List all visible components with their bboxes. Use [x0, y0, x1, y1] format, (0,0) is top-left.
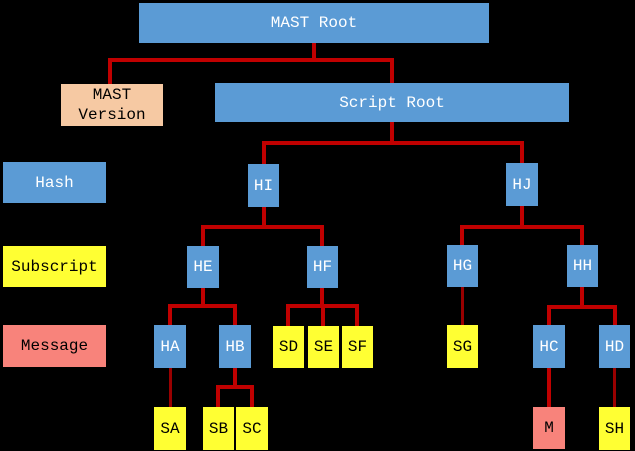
edge-connector	[201, 288, 205, 308]
edge-connector	[461, 287, 464, 325]
node-m: M	[533, 407, 565, 449]
node-sf: SF	[342, 326, 373, 368]
edge-connector	[547, 368, 551, 407]
node-ha: HA	[154, 325, 186, 368]
edge-connector	[580, 287, 584, 309]
edge-connector	[108, 58, 112, 84]
node-hj: HJ	[506, 163, 538, 206]
edge-connector	[168, 304, 172, 325]
node-se: SE	[308, 326, 339, 368]
edge-connector	[216, 385, 220, 407]
edge-connector	[547, 305, 551, 325]
node-hg: HG	[447, 245, 478, 287]
edge-connector	[233, 304, 237, 325]
edge-connector	[108, 58, 394, 62]
legend-message: Message	[3, 325, 106, 367]
node-sb: SB	[203, 407, 234, 450]
edge-connector	[216, 385, 254, 389]
node-hf: HF	[307, 246, 338, 288]
edge-connector	[520, 206, 524, 229]
edge-connector	[520, 141, 524, 163]
edge-connector	[321, 304, 325, 326]
edge-connector	[201, 225, 324, 229]
legend-hash: Hash	[3, 162, 106, 203]
edge-connector	[250, 385, 254, 407]
edge-connector	[262, 207, 266, 229]
node-sh: SH	[599, 407, 630, 450]
edge-connector	[460, 225, 464, 245]
node-sg: SG	[447, 325, 478, 368]
legend-subscript: Subscript	[3, 246, 106, 287]
edge-connector	[320, 225, 324, 246]
edge-connector	[613, 305, 617, 325]
edge-connector	[547, 305, 617, 309]
edge-connector	[390, 122, 394, 145]
edge-connector	[233, 368, 237, 389]
node-hc: HC	[533, 325, 565, 368]
edge-connector	[168, 304, 237, 308]
edge-connector	[390, 58, 394, 83]
node-hi: HI	[248, 164, 279, 207]
edge-connector	[355, 304, 359, 326]
node-sc: SC	[236, 407, 268, 450]
edge-connector	[262, 141, 266, 164]
node-hh: HH	[567, 245, 598, 287]
edge-connector	[286, 304, 290, 326]
edge-connector	[201, 225, 205, 246]
node-sa: SA	[154, 407, 186, 450]
node-hb: HB	[219, 325, 251, 368]
node-mast-root: MAST Root	[139, 3, 489, 43]
edge-connector	[580, 225, 584, 245]
edge-connector	[312, 43, 316, 62]
node-he: HE	[187, 246, 219, 288]
edge-connector	[169, 368, 172, 407]
edge-connector	[460, 225, 584, 229]
edge-connector	[320, 288, 324, 308]
edge-connector	[613, 368, 616, 407]
node-script-root: Script Root	[215, 83, 569, 122]
edge-connector	[262, 141, 524, 145]
node-mast-version: MAST Version	[61, 84, 163, 126]
node-sd: SD	[273, 326, 304, 368]
node-hd: HD	[599, 325, 630, 368]
